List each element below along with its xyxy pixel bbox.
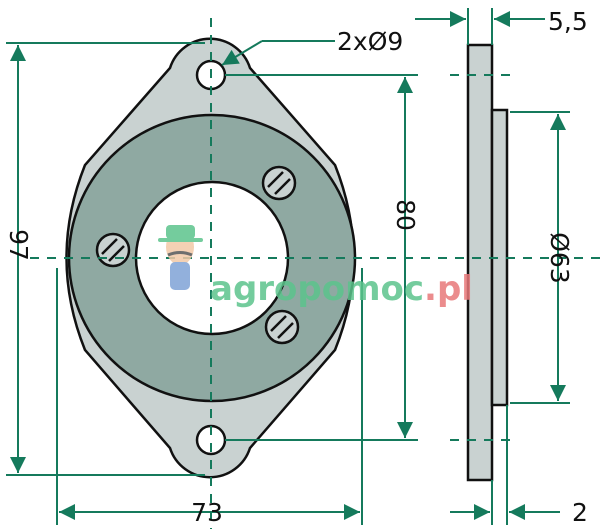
dim-holes: 2xØ9 bbox=[337, 27, 403, 56]
watermark-text: agropomoc.pl bbox=[210, 269, 473, 309]
dim-80: 80 bbox=[391, 199, 420, 231]
watermark-farmer-logo bbox=[158, 225, 203, 290]
dim-63: Ø63 bbox=[545, 232, 574, 284]
screw-heads bbox=[95, 165, 300, 345]
dim-73: 73 bbox=[191, 498, 223, 527]
side-plate bbox=[466, 43, 494, 482]
dim-2: 2 bbox=[572, 498, 588, 527]
center-lines bbox=[30, 18, 600, 529]
dimension-lines bbox=[6, 8, 570, 525]
dim-97: 97 bbox=[4, 229, 33, 261]
dim-5-5: 5,5 bbox=[548, 7, 588, 36]
